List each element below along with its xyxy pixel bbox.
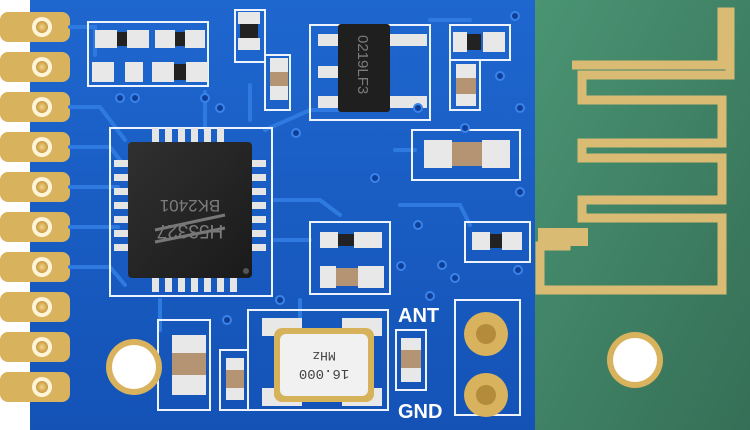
ant-label: ANT [398, 305, 439, 327]
chip-marking-line2: BK2401 [160, 196, 221, 215]
crystal-frequency: 16.000 [299, 365, 349, 381]
mounting-holes [106, 312, 663, 417]
crystal-unit: MHz [312, 348, 335, 363]
main-chip: H53327 BK2401 [114, 128, 266, 292]
passive-components [92, 12, 522, 400]
regulator-marking: 0219LF3 [354, 35, 371, 94]
voltage-regulator: 0219LF3 [318, 24, 427, 112]
silkscreen-outlines [87, 9, 531, 416]
vias [115, 11, 525, 325]
crystal-oscillator: 16.000 MHz [262, 318, 382, 406]
gnd-label: GND [398, 401, 442, 423]
edge-pads [0, 12, 70, 402]
